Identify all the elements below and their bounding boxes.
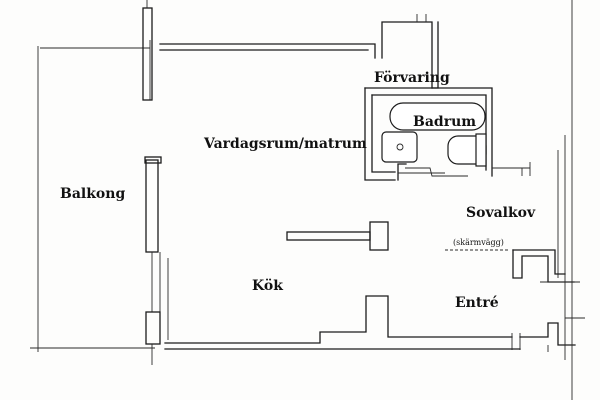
room-label-bedroom: Sovalkov bbox=[466, 205, 536, 221]
room-label-storage: Förvaring bbox=[374, 70, 450, 86]
washbasin bbox=[381, 131, 418, 163]
room-label-balcony: Balkong bbox=[60, 186, 125, 202]
toilet bbox=[447, 133, 487, 167]
room-label-entrance: Entré bbox=[455, 295, 499, 311]
room-label-screen-wall: (skärmvägg) bbox=[453, 238, 504, 247]
west-wall bbox=[142, 0, 169, 365]
east-wall bbox=[512, 0, 585, 400]
room-label-bathroom: Badrum bbox=[413, 114, 476, 130]
kitchen-partition bbox=[286, 221, 389, 251]
bathtub bbox=[389, 102, 486, 131]
room-label-kitchen: Kök bbox=[252, 278, 283, 294]
south-wall bbox=[164, 295, 576, 352]
room-label-living: Vardagsrum/matrum bbox=[203, 136, 367, 152]
balcony-outline bbox=[30, 40, 155, 352]
